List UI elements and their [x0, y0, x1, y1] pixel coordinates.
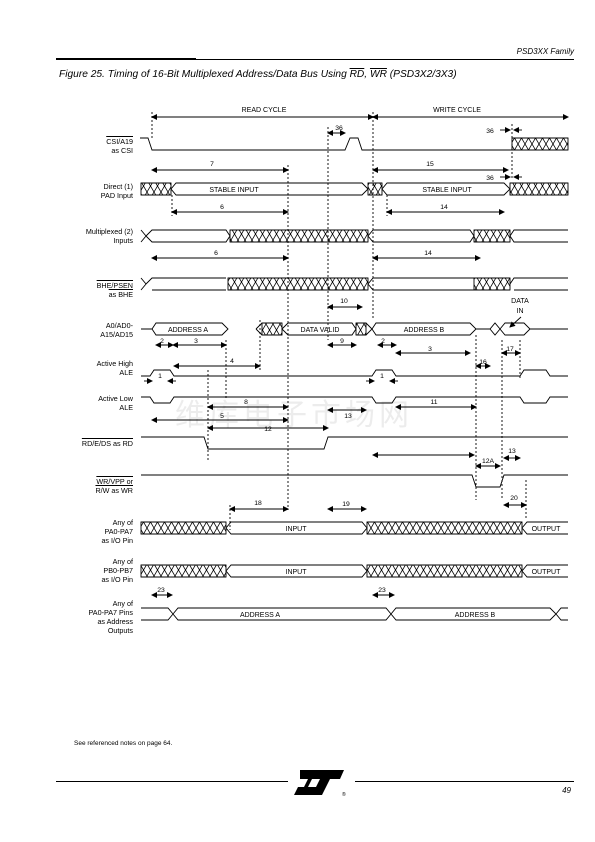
- param-20: 20: [510, 495, 518, 502]
- param-1-b: 1: [380, 373, 384, 380]
- data-valid-label: DATA VALID: [301, 327, 340, 334]
- write-cycle-label: WRITE CYCLE: [433, 107, 481, 114]
- input-pa-label: INPUT: [286, 526, 308, 533]
- address-b-out-label: ADDRESS B: [455, 612, 496, 619]
- param-2-b: 2: [381, 338, 385, 345]
- param-32-b: 36: [486, 128, 494, 135]
- stable-input-b: STABLE INPUT: [422, 187, 472, 194]
- param-3-b: 3: [428, 346, 432, 353]
- footer-rule-left: [56, 781, 288, 782]
- param-5: 5: [220, 413, 224, 420]
- param-12a: 12A: [482, 458, 495, 465]
- param-1-a: 1: [158, 373, 162, 380]
- param-19: 19: [342, 501, 350, 508]
- param-32-a: 36: [335, 125, 343, 132]
- output-pa-label: OUTPUT: [532, 526, 562, 533]
- param-6-a: 6: [220, 204, 224, 211]
- st-logo: ®: [294, 770, 346, 797]
- signal-label-rd: RD/E/DS as RD: [81, 439, 133, 448]
- header-rule: [56, 59, 574, 60]
- page-number: 49: [562, 786, 571, 795]
- param-10: 10: [340, 298, 348, 305]
- signal-label-address-data: A0/AD0-A15/AD15: [100, 321, 133, 339]
- param-13-b: 13: [508, 448, 516, 455]
- svg-text:®: ®: [342, 791, 346, 797]
- header-family: PSD3XX Family: [516, 47, 574, 56]
- param-16: 16: [479, 359, 487, 366]
- param-2-a: 2: [160, 338, 164, 345]
- param-32-c: 36: [486, 175, 494, 182]
- param-15: 15: [426, 161, 434, 168]
- stable-input-a: STABLE INPUT: [209, 187, 259, 194]
- footer-rule-right: [355, 781, 574, 782]
- param-8: 8: [244, 399, 248, 406]
- param-18: 18: [254, 500, 262, 507]
- output-pb-label: OUTPUT: [532, 569, 562, 576]
- signal-label-multiplexed: Multiplexed (2)Inputs: [85, 227, 133, 245]
- param-13-a: 13: [344, 413, 352, 420]
- param-11: 11: [430, 399, 437, 406]
- input-pb-label: INPUT: [286, 569, 308, 576]
- param-6-b: 6: [214, 250, 218, 257]
- address-a-out-label: ADDRESS A: [240, 612, 280, 619]
- data-label: DATA: [511, 298, 529, 305]
- address-a-label: ADDRESS A: [168, 327, 208, 334]
- figure-title: Figure 25. Timing of 16-Bit Multiplexed …: [59, 69, 457, 80]
- footnote: See referenced notes on page 64.: [74, 740, 173, 747]
- param-17: 17: [506, 346, 514, 353]
- param-9: 9: [340, 338, 344, 345]
- address-b-label: ADDRESS B: [404, 327, 445, 334]
- signal-label-direct-pad: Direct (1)PAD Input: [100, 182, 133, 200]
- param-3-a: 3: [194, 338, 198, 345]
- param-23-a: 23: [157, 587, 165, 594]
- read-cycle-label: READ CYCLE: [242, 107, 287, 114]
- param-14-b: 14: [424, 250, 432, 257]
- param-23-b: 23: [378, 587, 386, 594]
- param-4: 4: [230, 358, 234, 365]
- in-label: IN: [517, 308, 524, 315]
- param-14-a: 14: [440, 204, 448, 211]
- param-7: 7: [210, 161, 214, 168]
- param-12: 12: [264, 426, 272, 433]
